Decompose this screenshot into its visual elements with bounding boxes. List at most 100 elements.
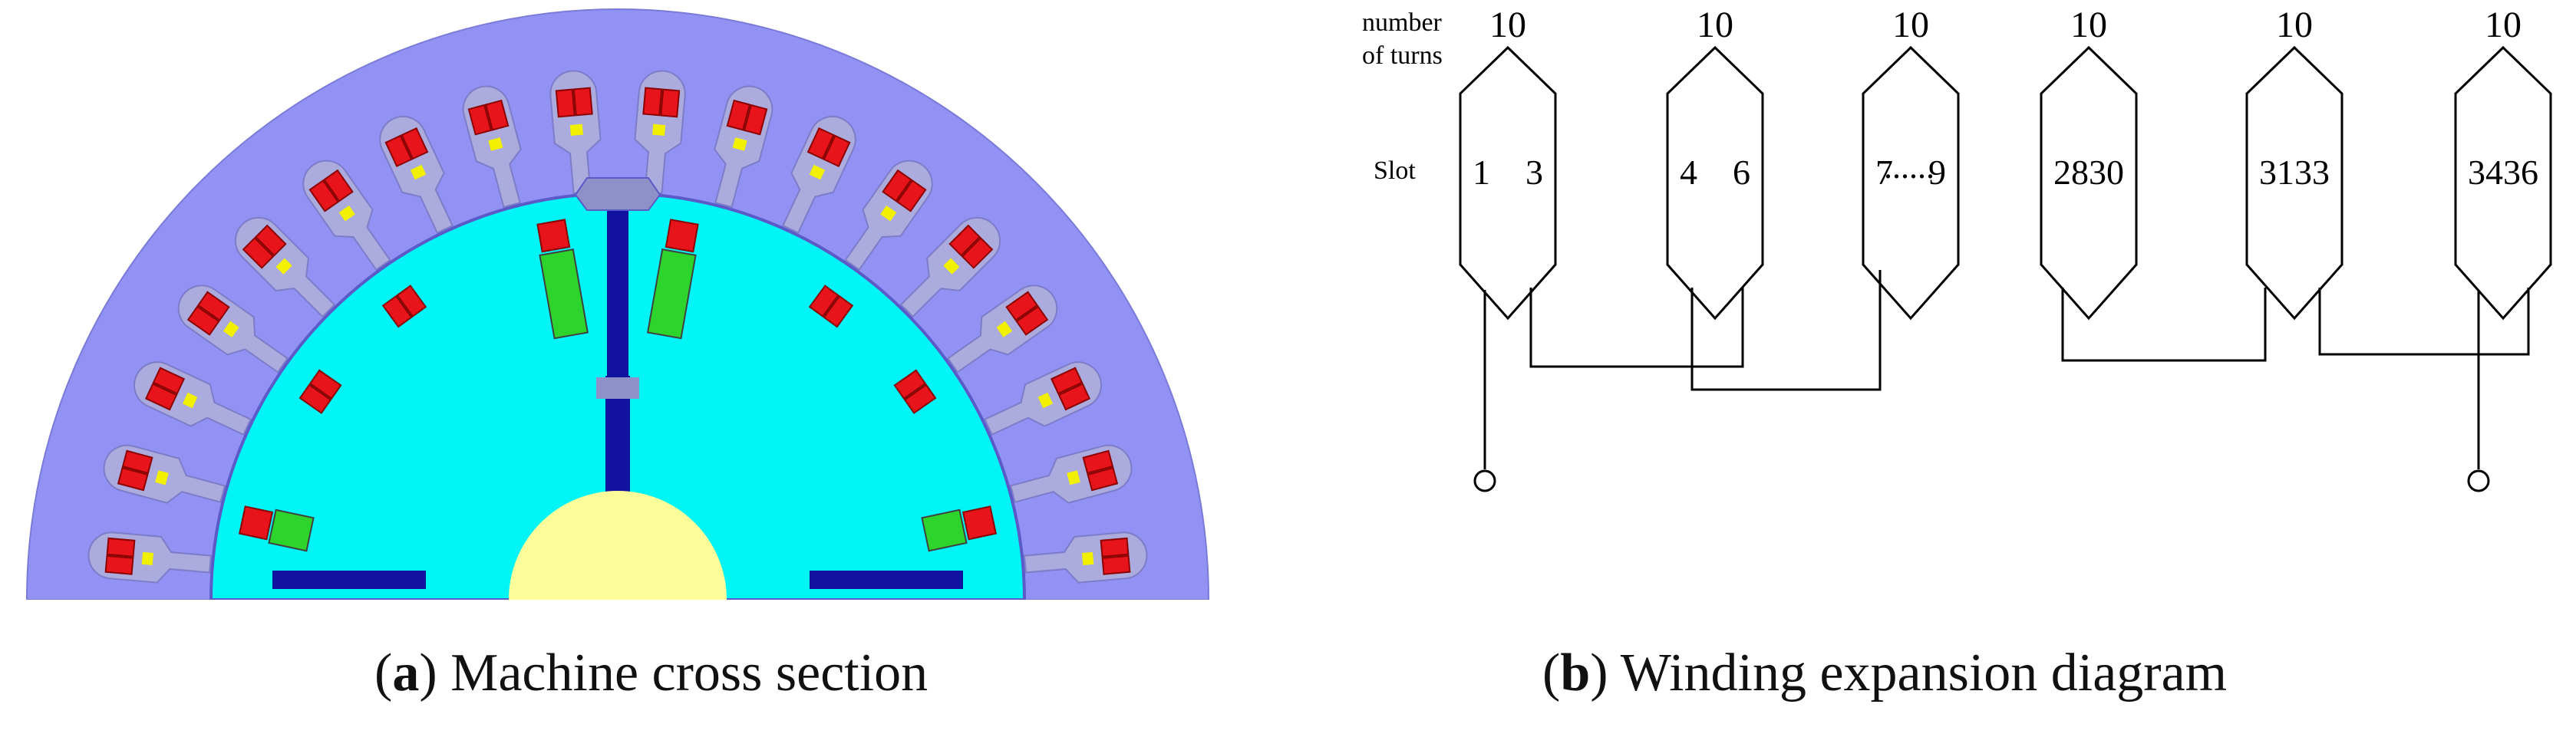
slot-wedge xyxy=(410,164,427,180)
coil-left-slot: 28 xyxy=(2053,153,2089,192)
stator-slot xyxy=(946,285,1058,374)
rotor-bar xyxy=(298,383,332,414)
slot-wedge xyxy=(1037,392,1054,409)
rotor-bar-pair xyxy=(808,285,854,328)
slot-conductor xyxy=(726,99,751,131)
rotor-magnet xyxy=(539,248,589,340)
slot-conductor xyxy=(555,88,576,118)
slot-conductor xyxy=(186,305,220,336)
coil-turns: 10 xyxy=(1697,5,1733,45)
coil-right-slot: 9 xyxy=(1928,153,1946,192)
rotor-pole-lug-top xyxy=(574,177,661,211)
slot-conductor xyxy=(106,537,136,558)
coil-left-slot: 34 xyxy=(2468,153,2503,192)
slot-wedge xyxy=(223,321,239,337)
slot-conductor xyxy=(467,104,493,136)
coil-turns: 10 xyxy=(2070,5,2107,45)
coil-right-slot: 3 xyxy=(1525,153,1543,192)
rotor-bar xyxy=(808,285,839,318)
coil-outline xyxy=(2454,45,2552,321)
shaft xyxy=(509,491,727,600)
coil-left-slot: 31 xyxy=(2259,153,2294,192)
flux-barrier xyxy=(607,201,628,377)
stator-slot xyxy=(134,361,252,436)
slot-wedge xyxy=(996,321,1013,337)
stator-slot xyxy=(234,216,336,318)
coil-connections xyxy=(1473,270,2530,492)
slot-conductor xyxy=(1005,291,1039,321)
rotor-bar xyxy=(238,505,274,541)
coil-turns: 10 xyxy=(2485,5,2522,45)
flux-barrier-bottom-right xyxy=(810,571,963,589)
stator-slot xyxy=(103,444,226,504)
rotor-magnet xyxy=(268,508,315,552)
slot-conductor xyxy=(1100,537,1130,558)
slot-conductor xyxy=(572,87,593,117)
coil-turns: 10 xyxy=(1489,5,1526,45)
stator-slot xyxy=(302,160,391,271)
slot-conductor xyxy=(1057,383,1091,411)
rotor-magnet xyxy=(921,508,968,552)
slot-conductor xyxy=(882,169,912,202)
coil-right-slot: 36 xyxy=(2503,153,2538,192)
coil-left-slot: 7 xyxy=(1875,153,1893,192)
caption-b-tag: b xyxy=(1560,643,1591,703)
slot-conductor xyxy=(144,383,178,411)
caption-a-tag: a xyxy=(392,643,420,703)
slot-wedge xyxy=(1067,470,1080,485)
rotor-bar xyxy=(381,295,413,328)
stator-slot xyxy=(984,361,1102,436)
slot-wedge xyxy=(732,137,747,151)
stator-slot xyxy=(781,116,856,234)
rotor-magnet-assembly xyxy=(238,505,315,552)
connection-coil5-coil6 xyxy=(2318,288,2530,356)
rotor-bar xyxy=(823,295,854,328)
slot-conductor xyxy=(104,554,134,575)
coil-outline xyxy=(2040,45,2138,321)
stator-slot xyxy=(1009,444,1133,504)
terminal-left xyxy=(1473,469,1496,492)
coil-outline xyxy=(1666,45,1764,321)
coil-outline xyxy=(1862,45,1960,321)
slot-conductor xyxy=(401,127,429,160)
caption-a: (a) Machine cross section xyxy=(374,643,928,703)
slot-conductor xyxy=(254,224,287,257)
slot-conductor xyxy=(242,236,275,269)
slot-wedge xyxy=(943,258,960,275)
rotor-bar-pair xyxy=(893,369,937,414)
slot-conductor xyxy=(896,179,927,212)
stator-slot xyxy=(462,85,522,209)
flux-barrier-bottom-left xyxy=(272,571,426,589)
slot-conductor xyxy=(660,88,681,118)
slot-wedge xyxy=(569,123,583,137)
rotor-magnet-assembly xyxy=(921,505,998,552)
machine-cross-section xyxy=(25,8,1210,600)
coil-right-slot: 33 xyxy=(2294,153,2330,192)
stator-slot xyxy=(379,116,454,234)
caption-b: (b) Winding expansion diagram xyxy=(1542,643,2228,703)
slot-conductor xyxy=(1101,554,1131,575)
slot-conductor xyxy=(823,134,851,168)
slot-wedge xyxy=(880,205,897,222)
slot-wedge xyxy=(155,470,169,485)
rotor-magnet-assembly xyxy=(646,219,699,340)
slot-conductor xyxy=(642,87,663,117)
rotor-hub xyxy=(596,377,639,399)
slot-conductor xyxy=(948,224,981,257)
rotor-magnet-assembly xyxy=(536,219,589,340)
slot-conductor xyxy=(152,367,186,395)
rotor-bar xyxy=(536,219,571,253)
stator-slot xyxy=(87,531,213,584)
rotor-bar xyxy=(665,219,699,253)
slot-wedge xyxy=(488,137,503,151)
slot-wedge xyxy=(338,205,355,222)
stator-slot xyxy=(714,85,773,209)
slot-conductor xyxy=(961,236,994,269)
